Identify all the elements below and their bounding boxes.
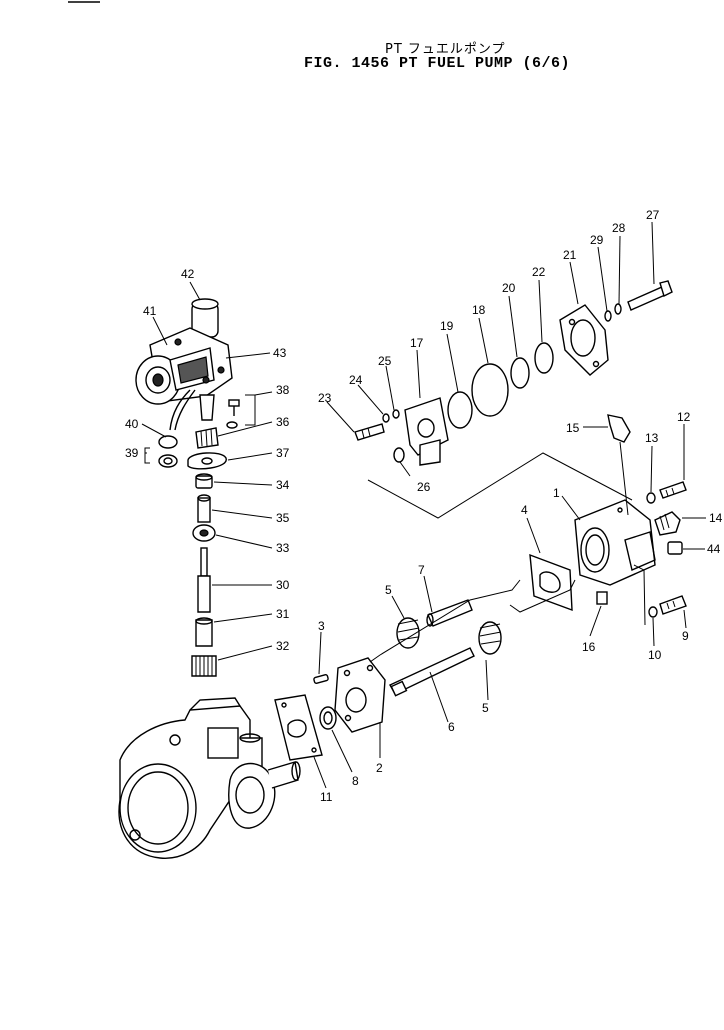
- callout-12: 12: [677, 410, 691, 424]
- bracket-line-right: [633, 564, 646, 626]
- callout-7: 7: [418, 563, 425, 577]
- callout-32: 32: [276, 639, 290, 653]
- ring-20: [510, 357, 530, 389]
- fitting-14: [654, 511, 681, 536]
- callout-44: 44: [707, 542, 721, 556]
- callout-14: 14: [709, 511, 723, 525]
- callout-20: 20: [502, 281, 516, 295]
- gear-5-lower: [478, 621, 502, 655]
- callout-30: 30: [276, 578, 290, 592]
- callout-39: 39: [125, 446, 139, 460]
- callout-35: 35: [276, 511, 290, 525]
- cap-44: [667, 541, 683, 555]
- callout-1: 1: [553, 486, 560, 500]
- shaft-stack: [191, 473, 217, 677]
- bracket-line-lower: [509, 579, 576, 613]
- gear-5-upper: [396, 617, 420, 649]
- callout-22: 22: [532, 265, 546, 279]
- callout-5b: 5: [482, 701, 489, 715]
- plug-16: [596, 591, 608, 605]
- flange-17: [404, 397, 449, 466]
- callout-5a: 5: [385, 583, 392, 597]
- callout-26: 26: [417, 480, 431, 494]
- callout-18: 18: [472, 303, 486, 317]
- callout-9: 9: [682, 629, 689, 643]
- callout-2: 2: [376, 761, 383, 775]
- ring-22: [534, 342, 554, 374]
- callout-21: 21: [563, 248, 577, 262]
- bracket-line-upper: [367, 452, 633, 519]
- callout-8: 8: [352, 774, 359, 788]
- callout-4: 4: [521, 503, 528, 517]
- bolt-12: [646, 481, 687, 504]
- callout-43: 43: [273, 346, 287, 360]
- callout-23: 23: [318, 391, 332, 405]
- callout-17: 17: [410, 336, 424, 350]
- ring-18: [471, 363, 509, 417]
- pump-cover-1: [574, 499, 656, 586]
- callout-27: 27: [646, 208, 660, 222]
- callout-37: 37: [276, 446, 290, 460]
- callout-16: 16: [582, 640, 596, 654]
- oring-26: [393, 447, 405, 463]
- callout-41: 41: [143, 304, 157, 318]
- callout-29: 29: [590, 233, 604, 247]
- callout-10: 10: [648, 648, 662, 662]
- callout-19: 19: [440, 319, 454, 333]
- gasket-11: [274, 694, 323, 761]
- callout-38: 38: [276, 383, 290, 397]
- bolt-9: [648, 595, 687, 618]
- callout-15: 15: [566, 421, 580, 435]
- ring-19: [447, 391, 473, 429]
- gasket-37: [187, 452, 227, 470]
- gear-body-2: [334, 657, 386, 733]
- washer-29: [604, 310, 612, 322]
- callout-3: 3: [318, 619, 325, 633]
- shaft-6: [389, 647, 475, 697]
- callout-40: 40: [125, 417, 139, 431]
- callout-36: 36: [276, 415, 290, 429]
- bolt-27: [627, 280, 673, 311]
- gasket-4: [529, 553, 573, 612]
- callout-labels: 1 2 3 4 5 5 6 7 8 9 10 11 12 13: [125, 208, 723, 804]
- washer-24: [382, 413, 390, 423]
- pump-housing: [118, 697, 301, 859]
- bolt-38: [226, 394, 256, 429]
- bracket-line-mid: [369, 579, 521, 663]
- title-japanese: PT フュエルポンプ: [385, 42, 506, 57]
- nut-39-40: [144, 435, 178, 468]
- callout-28: 28: [612, 221, 626, 235]
- callout-33: 33: [276, 541, 290, 555]
- elbow-15: [607, 414, 631, 516]
- pin-3: [313, 674, 329, 684]
- washer-28: [614, 303, 622, 315]
- callout-11: 11: [320, 790, 333, 804]
- seal-8: [319, 706, 337, 730]
- callout-24: 24: [349, 373, 363, 387]
- figure-title: FIG. 1456 PT FUEL PUMP (6/6): [304, 55, 571, 72]
- callout-31: 31: [276, 607, 290, 621]
- callout-13: 13: [645, 431, 659, 445]
- solenoid-assembly: [135, 298, 233, 431]
- washer-25: [392, 409, 400, 419]
- callout-42: 42: [181, 267, 195, 281]
- bolt-23: [354, 423, 385, 441]
- cover-21: [559, 304, 609, 376]
- callout-34: 34: [276, 478, 290, 492]
- callout-6: 6: [448, 720, 455, 734]
- terminal-36: [195, 427, 219, 449]
- callout-25: 25: [378, 354, 392, 368]
